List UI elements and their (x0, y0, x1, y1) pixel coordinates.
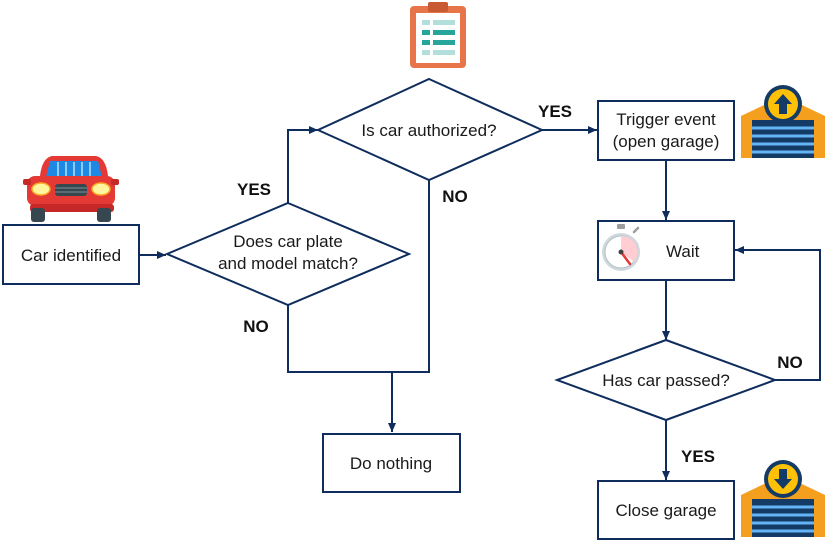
plate-match-label-line2: and model match? (218, 254, 358, 273)
edge-label-auth-no: NO (442, 187, 468, 206)
garage-close-icon (741, 460, 825, 537)
edge-label-auth-yes: YES (538, 102, 572, 121)
wait-label: Wait (666, 242, 700, 261)
edge-authorized-no (392, 180, 430, 373)
edge-label-match-yes: YES (237, 180, 271, 199)
authorized-label: Is car authorized? (361, 121, 496, 140)
clipboard-icon (410, 2, 466, 68)
car-identified-label: Car identified (21, 246, 121, 265)
edge-passed-no (735, 246, 821, 381)
node-plate-match-decision: Does car plate and model match? (164, 201, 412, 307)
garage-open-icon (741, 85, 825, 158)
trigger-label-line2: (open garage) (613, 132, 720, 151)
connectors (139, 126, 821, 480)
node-car-identified: Car identified (2, 224, 140, 285)
stopwatch-icon (602, 224, 640, 271)
close-garage-label: Close garage (615, 501, 716, 520)
node-do-nothing: Do nothing (322, 433, 461, 493)
node-trigger-event: Trigger event (open garage) (597, 100, 735, 161)
node-close-garage: Close garage (597, 480, 735, 540)
plate-match-label-line1: Does car plate (233, 232, 343, 251)
car-icon (23, 156, 119, 222)
car-passed-label: Has car passed? (602, 371, 730, 390)
edge-label-match-no: NO (243, 317, 269, 336)
node-wait: Wait (597, 220, 735, 281)
edge-label-passed-yes: YES (681, 447, 715, 466)
trigger-label-line1: Trigger event (616, 110, 716, 129)
node-authorized-decision: Is car authorized? (315, 77, 545, 182)
do-nothing-label: Do nothing (350, 454, 432, 473)
edge-label-passed-no: NO (777, 353, 803, 372)
edge-plate-match-yes (287, 126, 318, 203)
edge-plate-match-no (287, 305, 392, 373)
node-car-passed-decision: Has car passed? (554, 338, 778, 422)
